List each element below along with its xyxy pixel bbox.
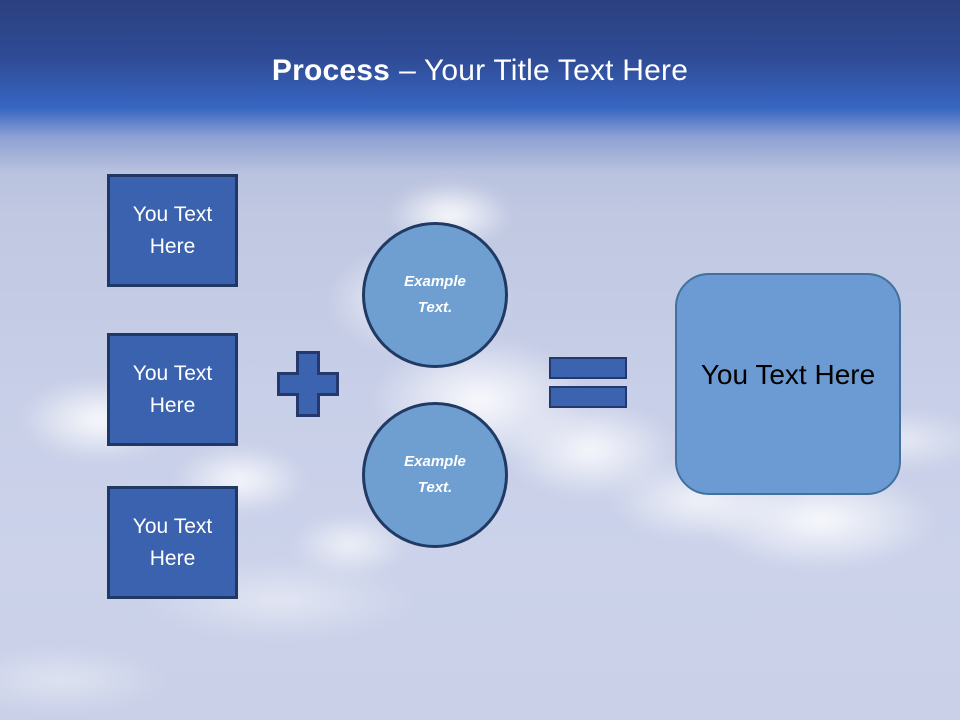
input-box-2-label: You Text Here [132, 362, 213, 417]
equals-bar-bottom [549, 386, 627, 408]
title-subtitle: – Your Title Text Here [399, 54, 689, 87]
example-circle-1: Example Text. [362, 222, 508, 368]
result-box-label: You Text Here [700, 359, 876, 390]
equals-bar-top [549, 357, 627, 379]
input-box-1: You Text Here [107, 174, 238, 287]
example-circle-2-label: Example Text. [404, 452, 466, 496]
input-box-3-label: You Text Here [132, 515, 213, 570]
input-box-3: You Text Here [107, 486, 238, 599]
input-box-1-label: You Text Here [132, 203, 213, 258]
title-banner [0, 0, 960, 180]
example-circle-1-label: Example Text. [404, 272, 466, 316]
page-title: Process– Your Title Text Here [0, 54, 960, 88]
title-keyword: Process [271, 54, 391, 87]
equals-icon [549, 357, 627, 408]
result-box: You Text Here [675, 273, 901, 495]
plus-icon [277, 351, 339, 417]
example-circle-2: Example Text. [362, 402, 508, 548]
input-box-2: You Text Here [107, 333, 238, 446]
